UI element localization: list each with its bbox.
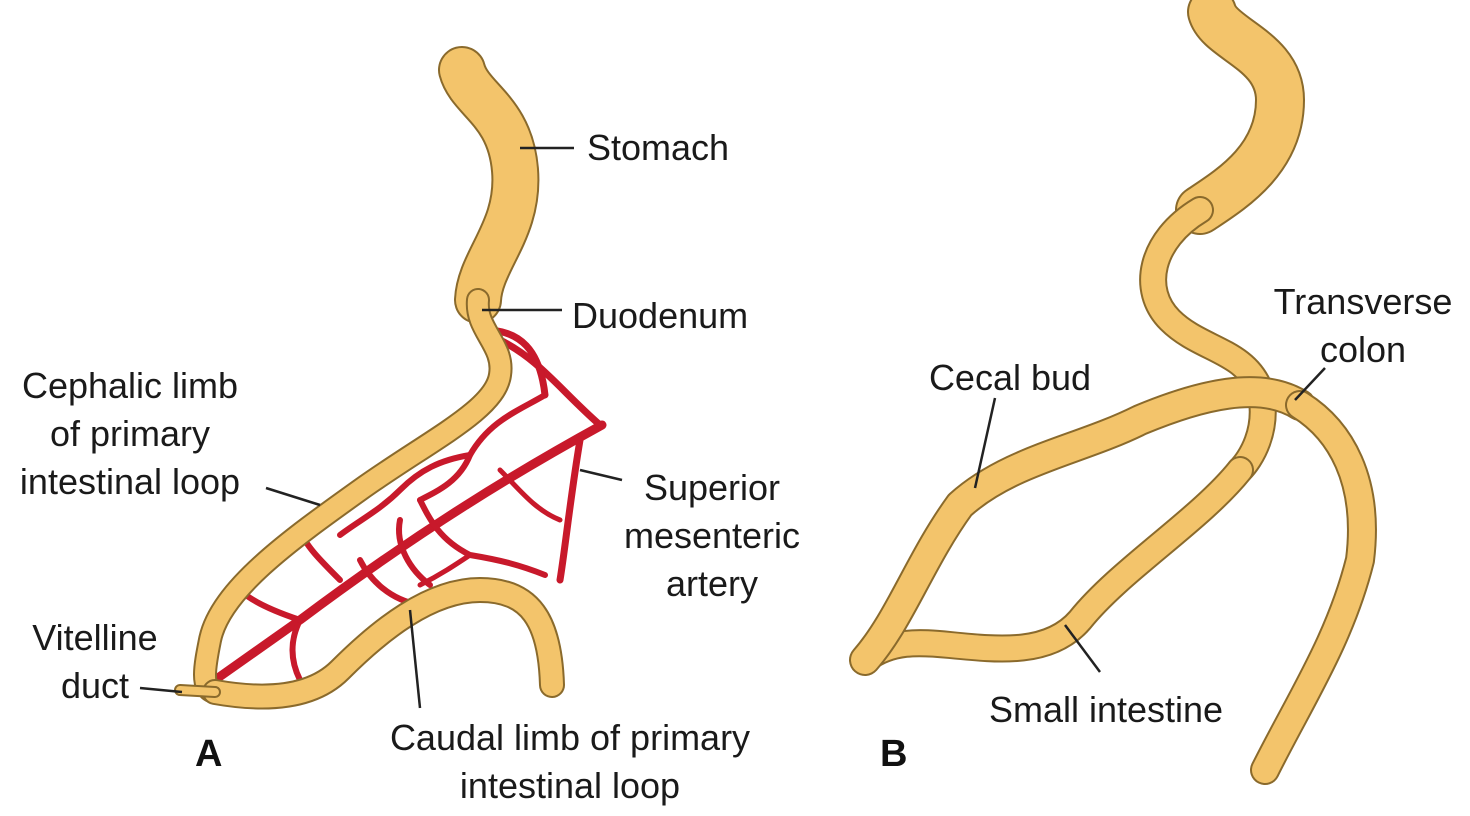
leader-transverse-colon	[1294, 367, 1326, 401]
artery-main-trunk	[210, 420, 607, 685]
label-sma-line2: mesenteric	[624, 515, 800, 556]
leaders-b	[973, 367, 1326, 673]
label-cecal-bud: Cecal bud	[929, 357, 1091, 398]
label-cephalic-limb-line1: Cephalic limb	[22, 365, 238, 406]
label-caudal-limb-line2: intestinal loop	[460, 765, 680, 806]
small-intestine-fill	[853, 458, 1252, 672]
artery-branch-10	[417, 552, 473, 588]
leaders-a	[139, 146, 623, 709]
leader-cephalic-limb	[265, 486, 321, 507]
leader-small-intestine	[1063, 624, 1102, 673]
label-sma-line3: artery	[666, 563, 758, 604]
gut-tube-b	[849, 0, 1377, 785]
panel-b: Transverse colon Cecal bud Small intesti…	[849, 0, 1453, 785]
label-transverse-colon-line1: Transverse	[1274, 281, 1453, 322]
label-duodenum: Duodenum	[572, 295, 748, 336]
label-sma-line1: Superior	[644, 467, 780, 508]
vitelline-duct-fill	[176, 686, 219, 696]
label-cephalic-limb-line2: of primary	[50, 413, 210, 454]
duodenum-b-fill	[1141, 198, 1275, 482]
artery-branch-6	[289, 617, 303, 683]
artery-branch-9	[497, 467, 563, 523]
leader-caudal-limb	[408, 609, 422, 709]
gut-tube-a	[174, 46, 565, 710]
leader-cecal-bud	[973, 397, 997, 489]
label-transverse-colon-line2: colon	[1320, 329, 1406, 370]
label-cephalic-limb-line3: intestinal loop	[20, 461, 240, 502]
label-vitelline-line2: duct	[61, 665, 129, 706]
cecal-limb-fill	[851, 378, 1314, 674]
artery-descending	[556, 436, 584, 584]
superior-mesenteric-artery-network	[210, 326, 607, 685]
cephalic-limb-fill	[195, 290, 511, 702]
panel-letter-b: B	[880, 733, 907, 775]
label-caudal-limb-line1: Caudal limb of primary	[390, 717, 750, 758]
colon-fill	[1252, 392, 1375, 783]
artery-branch-2	[337, 452, 473, 538]
leader-sma	[579, 468, 623, 482]
label-stomach: Stomach	[587, 127, 729, 168]
stomach-fill	[440, 48, 538, 322]
label-small-intestine: Small intestine	[989, 689, 1223, 730]
panel-a: Stomach Duodenum Cephalic limb of primar…	[20, 46, 800, 806]
stomach-b-fill	[1177, 0, 1303, 233]
label-vitelline-line1: Vitelline	[32, 617, 157, 658]
leader-vitelline	[139, 686, 183, 694]
panel-letter-a: A	[195, 733, 222, 775]
artery-branch-3	[417, 497, 548, 578]
artery-upper-branch	[496, 336, 604, 429]
